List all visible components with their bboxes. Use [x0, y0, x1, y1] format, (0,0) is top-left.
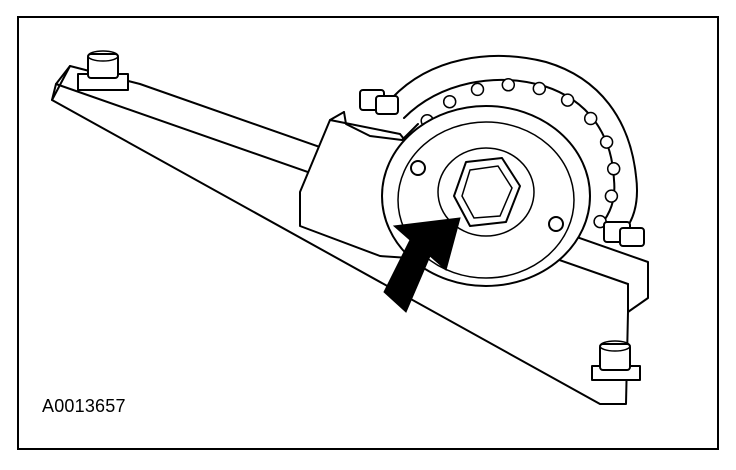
mounting-bolt-chain-bottom	[603, 221, 645, 247]
chain-link	[583, 111, 598, 126]
chain-link	[442, 94, 457, 109]
hex-bolt	[453, 157, 521, 227]
chain-link	[604, 189, 619, 203]
sprocket-hole-left	[410, 160, 426, 176]
mounting-bolt-top-left	[77, 50, 129, 91]
mounting-bolt-chain-top	[359, 89, 399, 115]
figure-border	[17, 16, 719, 450]
chain-link	[501, 78, 516, 92]
chain-link	[532, 81, 547, 96]
mounting-bolt-bottom-right	[591, 340, 641, 381]
figure-id-label: A0013657	[42, 396, 126, 416]
chain-link	[560, 93, 575, 107]
chain-link	[599, 135, 614, 149]
chain-link	[606, 162, 621, 176]
sprocket-hole-right	[548, 216, 564, 232]
chain-link	[470, 82, 485, 97]
arrow-pointer-icon	[383, 217, 461, 313]
